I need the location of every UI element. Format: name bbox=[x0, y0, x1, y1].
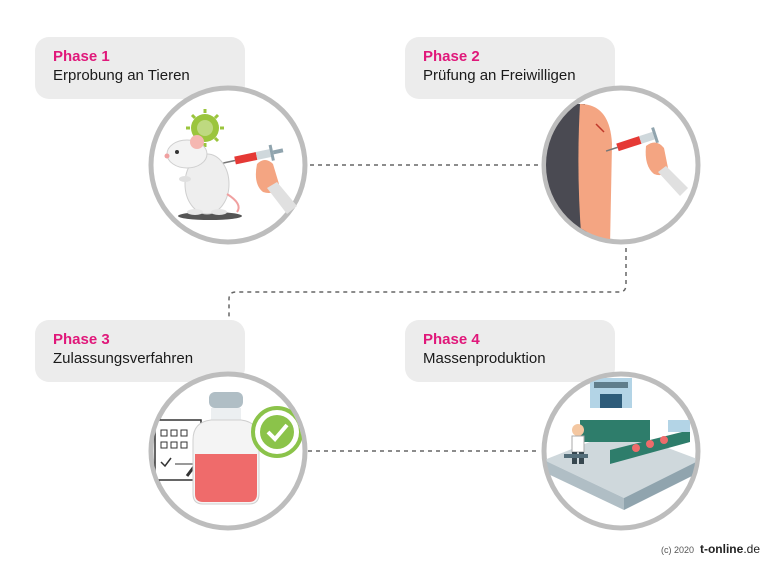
brand-name: t-online bbox=[699, 542, 744, 556]
brand-tld: .de bbox=[743, 542, 760, 556]
phase-2-title: Phase 2 bbox=[423, 48, 480, 65]
brand-logo: t-online.de bbox=[700, 542, 760, 556]
copyright-text: (c) 2020 bbox=[660, 545, 694, 555]
factory-production-icon bbox=[541, 371, 701, 531]
connector-phase2-phase3 bbox=[228, 248, 627, 320]
phase-3-label: Phase 3 Zulassungsverfahren bbox=[35, 320, 245, 382]
phase-4-title: Phase 4 bbox=[423, 331, 480, 348]
phase-4-desc: Massenproduktion bbox=[423, 350, 546, 367]
phase-3-title: Phase 3 bbox=[53, 331, 110, 348]
phase-1-label: Phase 1 Erprobung an Tieren bbox=[35, 37, 245, 99]
phase-1-title: Phase 1 bbox=[53, 48, 110, 65]
phase-1-desc: Erprobung an Tieren bbox=[53, 67, 190, 84]
phase-3-desc: Zulassungsverfahren bbox=[53, 350, 194, 367]
phase-4-label: Phase 4 Massenproduktion bbox=[405, 320, 615, 382]
approval-vial-icon bbox=[148, 371, 308, 531]
footer-credit: (c) 2020 t-online.de bbox=[661, 542, 760, 556]
arm-injection-icon bbox=[541, 85, 701, 245]
mouse-injection-icon bbox=[148, 85, 308, 245]
phase-2-label: Phase 2 Prüfung an Freiwilligen bbox=[405, 37, 615, 99]
phase-2-desc: Prüfung an Freiwilligen bbox=[423, 67, 576, 84]
